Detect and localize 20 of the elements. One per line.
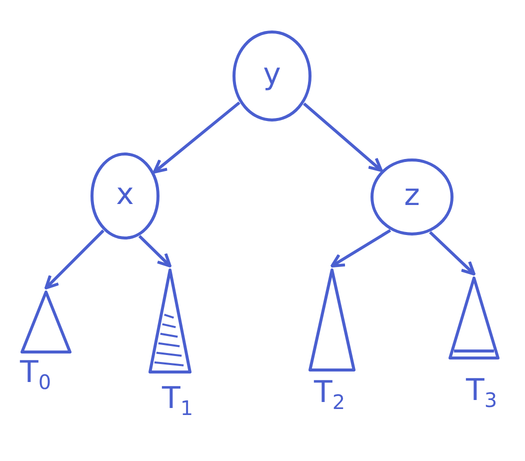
subtree-label: T$_{3}$ — [466, 376, 498, 410]
node-label: x — [115, 180, 135, 210]
arrow — [152, 101, 240, 174]
subtree-label: T$_{1}$ — [162, 384, 194, 418]
subtree-triangle — [308, 268, 356, 372]
node-label: y — [262, 60, 282, 90]
node-label: z — [403, 181, 421, 211]
tree-node-ellipse — [232, 30, 312, 122]
arrow — [429, 231, 476, 276]
subtree-label: T$_{2}$ — [314, 378, 346, 412]
arrow — [44, 230, 104, 290]
tree-node-ellipse — [370, 158, 454, 236]
subtree-triangle — [148, 268, 192, 374]
subtree-label: T$_{0}$ — [20, 358, 52, 392]
subtree-triangle — [20, 290, 72, 354]
arrow — [138, 235, 172, 268]
arrow — [330, 229, 392, 268]
subtree-triangle — [448, 276, 500, 360]
arrow — [303, 102, 383, 172]
tree-node-ellipse — [90, 152, 160, 240]
